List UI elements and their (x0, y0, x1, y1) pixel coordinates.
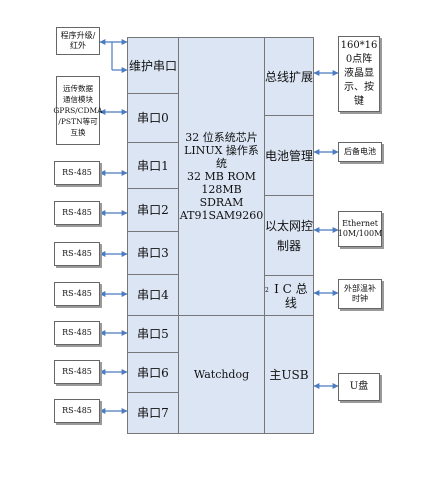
cpu-line-3: 32 MB ROM (187, 170, 256, 183)
program-upgrade-line1: 程序升级/ (60, 31, 96, 40)
ethernet-box: Ethernet 10M/100M (338, 211, 382, 247)
remote-comm-module-box: 远传数据 通信模块 GPRS/CDMA /PSTN等可 互换 (53, 76, 103, 145)
lcd-line3: 液晶显 (344, 68, 374, 79)
ethernet-controller-block: 以太网控 制器 (264, 195, 314, 276)
rs485-box-2: RS-485 (54, 201, 100, 225)
rs485-box-5: RS-485 (54, 321, 100, 345)
port2-block: 串口2 (127, 188, 179, 232)
backup-battery-box: 后备电池 (338, 142, 382, 162)
remote-comm-line4: /PSTN等可 (58, 117, 98, 126)
rs485-box-4: RS-485 (54, 282, 100, 306)
external-clock-line2: 时钟 (352, 294, 368, 303)
remote-comm-line2: 通信模块 (63, 95, 93, 104)
port1-block: 串口1 (127, 142, 179, 189)
port3-block: 串口3 (127, 231, 179, 275)
watchdog-block: Watchdog (178, 315, 265, 434)
i2c-label: I C 总线 (274, 281, 308, 310)
rs485-box-3: RS-485 (54, 242, 100, 266)
external-clock-box: 外部温补 时钟 (338, 279, 382, 309)
bus-expansion-block: 总线扩展 (264, 37, 314, 116)
ethernet-controller-line2: 制器 (276, 238, 301, 253)
i2c-bus-block: 2 I C 总线 (264, 275, 314, 316)
rs485-box-6: RS-485 (54, 360, 100, 384)
cpu-line-5: AT91SAM9260 (179, 209, 264, 222)
port6-block: 串口6 (127, 352, 179, 393)
remote-comm-line3: GPRS/CDMA (53, 106, 103, 115)
external-clock-line1: 外部温补 (344, 284, 376, 293)
port5-block: 串口5 (127, 315, 179, 353)
cpu-block: 32 位系统芯片 LINUX 操作系统 32 MB ROM 128MB SDRA… (178, 37, 265, 316)
cpu-line-1: 32 位系统芯片 (185, 131, 258, 144)
battery-management-block: 电池管理 (264, 115, 314, 196)
ethernet-line2: 10M/100M (337, 229, 383, 238)
lcd-line2: 0点阵 (345, 54, 373, 65)
rs485-box-1: RS-485 (54, 161, 100, 185)
port4-block: 串口4 (127, 274, 179, 316)
program-upgrade-line2: 红外 (70, 41, 86, 50)
lcd-line4: 示、按 (344, 82, 374, 93)
port0-block: 串口0 (127, 93, 179, 143)
ethernet-line1: Ethernet (342, 219, 378, 228)
rs485-box-7: RS-485 (54, 399, 100, 423)
lcd-keypad-box: 160*16 0点阵 液晶显 示、按 键 (338, 36, 380, 112)
i2c-superscript: 2 (265, 286, 269, 294)
main-usb-block: 主USB (264, 315, 314, 434)
remote-comm-line1: 远传数据 (63, 84, 93, 93)
program-upgrade-box: 程序升级/ 红外 (56, 27, 100, 55)
cpu-line-4: 128MB SDRAM (199, 183, 244, 209)
lcd-line5: 键 (354, 96, 364, 107)
cpu-line-2: LINUX 操作系统 (184, 144, 259, 170)
maintenance-port-block: 维护串口 (127, 37, 179, 94)
ethernet-controller-line1: 以太网控 (265, 218, 314, 233)
lcd-line1: 160*16 (340, 40, 378, 51)
remote-comm-line5: 互换 (70, 128, 86, 137)
port7-block: 串口7 (127, 392, 179, 434)
usb-disk-box: U盘 (338, 373, 380, 401)
